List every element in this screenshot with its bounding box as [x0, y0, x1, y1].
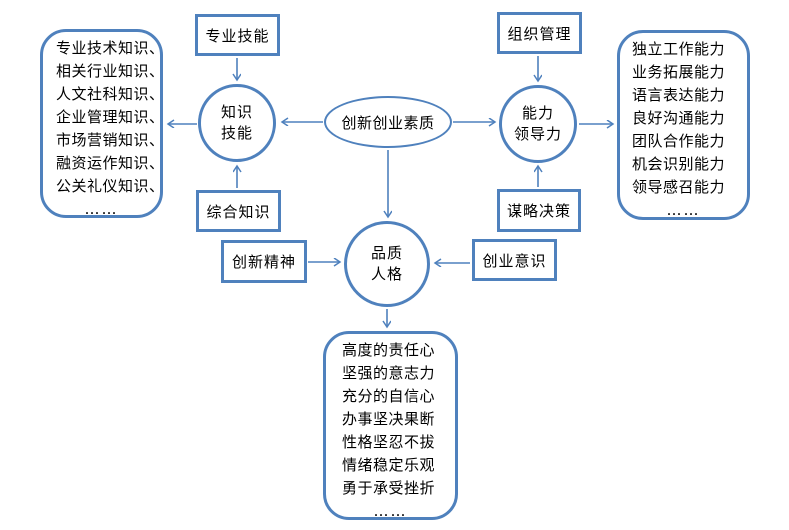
node-label-line: 品质	[370, 244, 403, 262]
list-item: 人文社科知识、	[56, 85, 165, 103]
personality-items-box: 高度的责任心 坚强的意志力 充分的自信心 办事坚决果断 性格坚忍不拔 情绪稳定乐…	[323, 331, 458, 520]
list-item: 机会识别能力	[632, 155, 726, 173]
node-innovation-spirit: 创新精神	[221, 240, 307, 283]
knowledge-items-box: 专业技术知识、 相关行业知识、 人文社科知识、 企业管理知识、 市场营销知识、 …	[40, 29, 165, 218]
list-item: 专业技术知识、	[56, 39, 165, 57]
node-quality-personality-circle: 品质 人格	[344, 221, 430, 307]
list-item: 融资运作知识、	[56, 154, 165, 172]
node-label-line: 人格	[370, 265, 403, 283]
center-ellipse-label: 创新创业素质	[341, 113, 435, 132]
node-label: 创业意识	[482, 251, 547, 270]
node-label: 专业技能	[205, 26, 270, 45]
list-item: 公关礼仪知识、	[56, 177, 165, 195]
node-label: 创新精神	[231, 253, 296, 271]
node-comprehensive-knowledge: 综合知识	[196, 190, 281, 232]
list-item: 业务拓展能力	[632, 63, 726, 81]
list-item: 良好沟通能力	[632, 109, 726, 127]
node-label: 综合知识	[206, 202, 271, 221]
list-item: 领导感召能力	[632, 178, 726, 196]
ability-items-box: 独立工作能力 业务拓展能力 语言表达能力 良好沟通能力 团队合作能力 机会识别能…	[617, 30, 750, 220]
node-label-line: 知识	[220, 103, 253, 121]
node-knowledge-skill-circle: 知识 技能	[198, 84, 276, 162]
node-label-line: 技能	[220, 124, 253, 142]
list-item: 办事坚决果断	[342, 410, 436, 428]
node-ability-leadership-circle: 能力 领导力	[499, 85, 577, 163]
list-item: 团队合作能力	[632, 132, 726, 150]
list-item: 高度的责任心	[342, 341, 436, 359]
list-item: 勇于承受挫折	[342, 479, 436, 497]
node-label: 组织管理	[507, 24, 572, 43]
list-item: 性格坚忍不拔	[342, 433, 436, 451]
list-item: 充分的自信心	[342, 387, 436, 405]
node-center-ellipse: 创新创业素质	[324, 96, 452, 148]
ellipsis-item: ……	[373, 502, 408, 520]
node-label-line: 能力	[521, 104, 554, 122]
list-item: 坚强的意志力	[342, 364, 436, 382]
node-organization-management: 组织管理	[497, 12, 582, 54]
ellipsis-item: ……	[84, 200, 119, 218]
node-label: 谋略决策	[506, 202, 571, 220]
node-entrepreneurship-awareness: 创业意识	[472, 239, 557, 281]
list-item: 独立工作能力	[632, 40, 726, 58]
list-item: 相关行业知识、	[56, 62, 165, 80]
list-item: 市场营销知识、	[56, 131, 165, 149]
node-professional-skill: 专业技能	[195, 14, 280, 56]
list-item: 企业管理知识、	[56, 108, 165, 126]
ellipsis-item: ……	[666, 201, 701, 219]
node-strategy-decision: 谋略决策	[497, 189, 581, 232]
node-label-line: 领导力	[513, 125, 562, 143]
list-item: 情绪稳定乐观	[342, 456, 436, 474]
list-item: 语言表达能力	[632, 86, 726, 104]
